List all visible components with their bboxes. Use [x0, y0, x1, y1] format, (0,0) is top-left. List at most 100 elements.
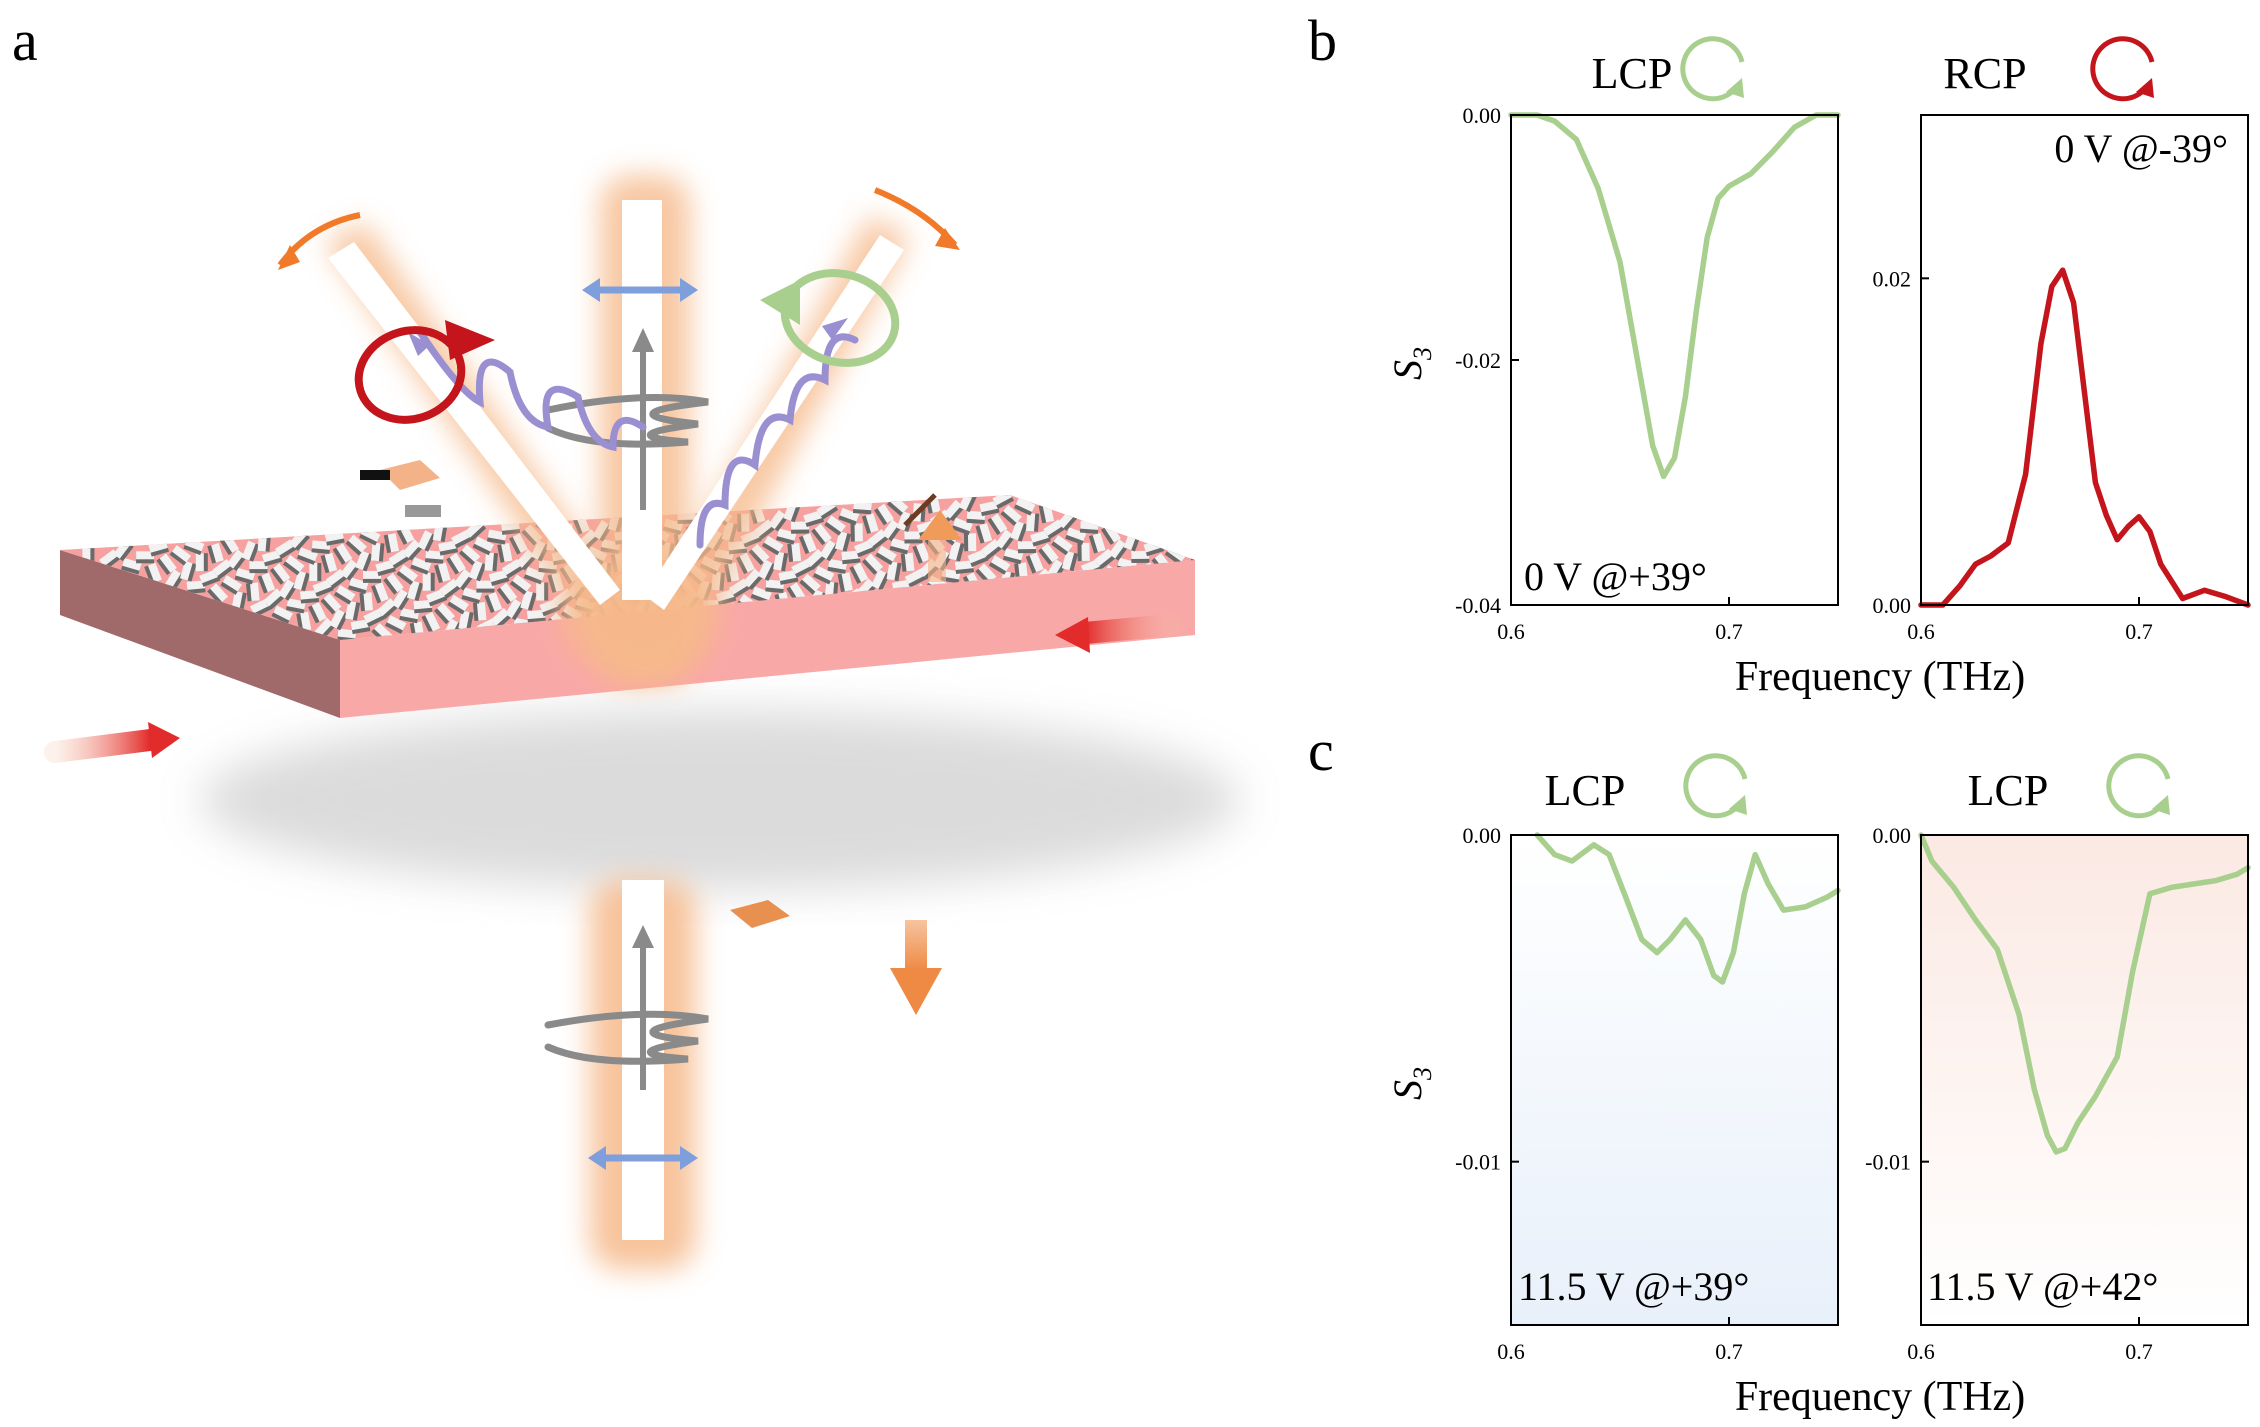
metasurface-tile: [326, 568, 348, 590]
y-tick-label: -0.02: [1455, 348, 1501, 373]
metasurface-tile: [375, 559, 396, 577]
metasurface-tile: [854, 539, 876, 558]
left-photon-wave: [416, 328, 647, 452]
metasurface-tile: [867, 529, 889, 550]
metasurface-tile: [434, 562, 451, 584]
x-tick-label: 0.7: [1715, 619, 1743, 644]
metasurface-tile: [344, 600, 361, 621]
metasurface-tile: [468, 560, 487, 582]
metasurface-tile: [849, 562, 869, 584]
metasurface-tile: [350, 619, 371, 635]
metasurface-tile: [1030, 529, 1051, 547]
metasurface-tile: [979, 500, 1000, 517]
metasurface-tile: [1131, 550, 1150, 564]
lcp-circle-icon: [2106, 753, 2171, 819]
metasurface-tile: [422, 572, 435, 591]
metasurface-tile: [824, 515, 846, 536]
metasurface-tile: [1194, 568, 1195, 583]
metasurface-tile: [458, 610, 474, 631]
metasurface-tile: [980, 538, 1003, 560]
metasurface-tile: [526, 609, 546, 624]
metasurface-tile: [384, 615, 407, 634]
metasurface-tile: [363, 570, 381, 583]
metasurface-tile: [371, 582, 389, 604]
series-line: [1918, 832, 2251, 1155]
metasurface-tile: [799, 573, 821, 595]
metasurface-tile: [501, 521, 521, 535]
metasurface-tile: [329, 608, 349, 631]
lcp-circle-icon: [1683, 753, 1748, 819]
x-tick-label: 0.7: [2125, 1339, 2153, 1364]
metasurface-tile: [370, 542, 385, 562]
metasurface-tile: [476, 580, 495, 593]
metasurface-tile: [1065, 527, 1087, 545]
x-tick-label: 0.6: [1497, 619, 1525, 644]
metasurface-tile: [798, 532, 817, 555]
metasurface-tile: [269, 563, 291, 585]
metasurface-tile: [439, 578, 461, 599]
metasurface-tile: [447, 594, 469, 615]
input-direction-arrow-icon: [632, 925, 654, 948]
x-axis-label: Frequency (THz): [1735, 1374, 2025, 1420]
metasurface-tile: [1038, 543, 1059, 565]
series-line: [1508, 112, 1841, 480]
metasurface-tile: [355, 550, 373, 572]
rcp-circle-icon: [2090, 36, 2155, 102]
metasurface-tile: [987, 513, 1008, 536]
right-photon-arrow-icon: [822, 318, 848, 340]
metasurface-tile: [951, 517, 973, 536]
x-tick-label: 0.6: [1907, 619, 1935, 644]
y-tick-label: 0.00: [1873, 823, 1912, 848]
metasurface-tile: [451, 529, 473, 549]
x-tick-label: 0.6: [1497, 1339, 1525, 1364]
plot-background: [1511, 835, 1838, 1325]
panel-a-illustration: a: [12, 8, 1250, 1270]
metasurface-tile: [421, 611, 441, 634]
linear-polarization-arrow-icon: [582, 278, 698, 302]
metasurface-tile: [293, 570, 310, 592]
metasurface-tile: [320, 593, 342, 615]
metasurface-tile: [458, 544, 481, 566]
metasurface-tile: [757, 559, 777, 582]
metasurface-tile: [1216, 575, 1238, 595]
metasurface-tile: [536, 582, 549, 601]
y-axis-label: S3: [1385, 1067, 1437, 1100]
metasurface-tile: [547, 572, 565, 593]
lcp-circle-icon: [1680, 36, 1745, 102]
voltage-arrow-right: [1074, 614, 1181, 644]
metasurface-tile: [179, 560, 197, 582]
metasurface-tile: [417, 530, 436, 552]
x-tick-label: 0.7: [2125, 619, 2153, 644]
metasurface-tile: [954, 560, 974, 575]
metasurface-tile: [861, 553, 884, 575]
metasurface-tile: [488, 569, 510, 586]
metasurface-tile: [1088, 532, 1106, 554]
metasurface-tile: [425, 550, 444, 564]
y-tick-label: 0.00: [1873, 593, 1912, 618]
metasurface-tile: [257, 572, 276, 594]
metasurface-tile: [296, 611, 312, 632]
metasurface-tile: [837, 572, 853, 593]
metasurface-tile: [886, 561, 902, 582]
metasurface-tile: [904, 531, 923, 544]
metasurface-tile: [438, 540, 459, 556]
left-deflection-arrow-icon: [278, 245, 300, 270]
metasurface-tile: [1010, 520, 1028, 542]
metasurface-tile: [234, 567, 256, 585]
metasurface-tile: [257, 532, 272, 552]
metasurface-tile: [363, 608, 385, 627]
metasurface-tile: [1061, 550, 1079, 572]
metasurface-tile: [1230, 567, 1250, 583]
metasurface-tile: [309, 563, 322, 581]
metasurface-tile: [838, 507, 860, 526]
metasurface-tile: [186, 580, 206, 594]
lcp-circular-arrow-icon: [760, 269, 900, 367]
metasurface-tile: [1077, 542, 1090, 562]
metasurface-tile: [446, 552, 466, 575]
metasurface-tile: [765, 579, 785, 593]
plot-frame: [1510, 114, 1839, 606]
